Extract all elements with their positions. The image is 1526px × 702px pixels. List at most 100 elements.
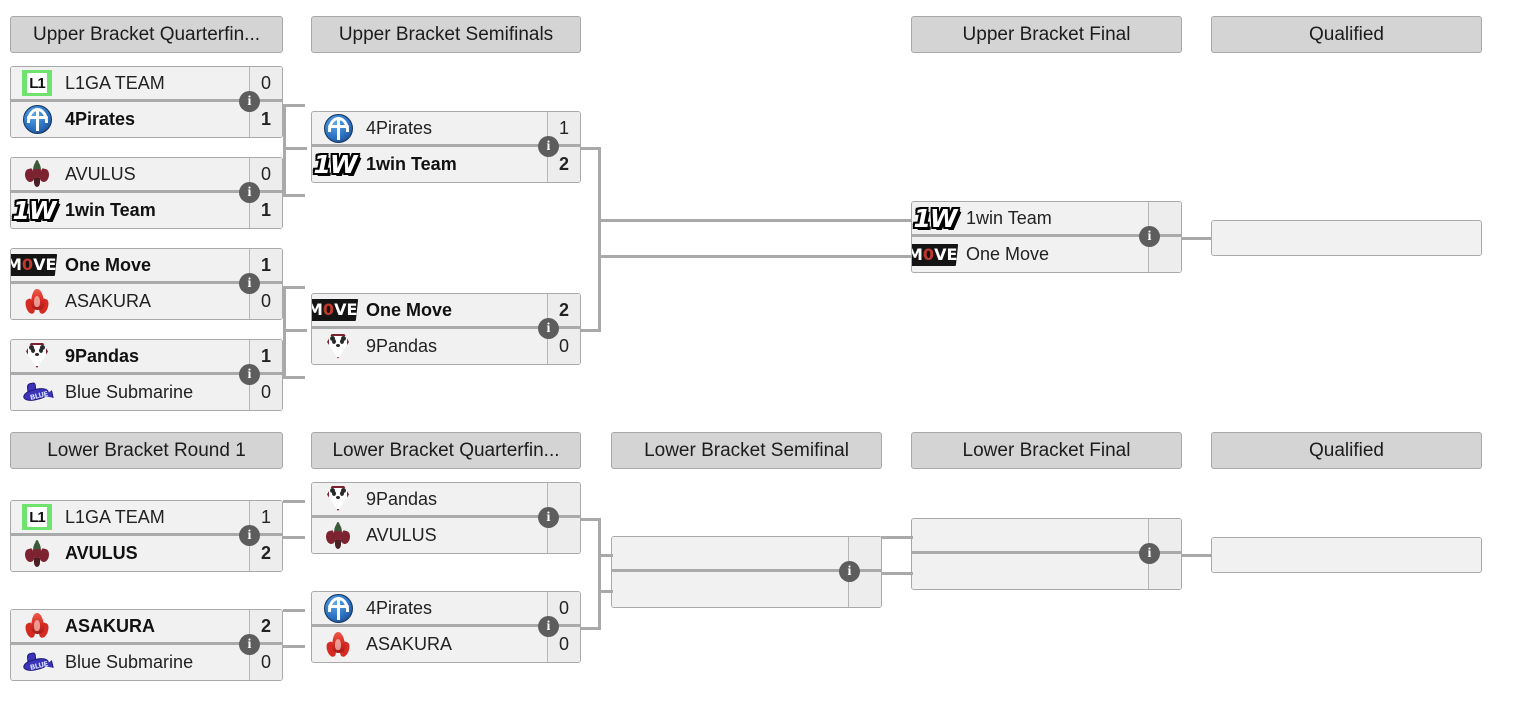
team-row[interactable]: M0VE One Move 1 (11, 249, 282, 284)
match-lb-r1-2[interactable]: ASAKURA 2 BLUE Blue Submarine 0 i (10, 609, 283, 681)
team-row[interactable]: 4Pirates 1 (312, 112, 580, 147)
team-logo-avulus (19, 159, 55, 189)
connector-line (581, 329, 601, 332)
team-logo-one-move: M0VE (312, 295, 359, 325)
team-row[interactable]: BLUE Blue Submarine 0 (11, 375, 282, 410)
match-lb-qf-2[interactable]: 4Pirates 0 ASAKURA 0 i (311, 591, 581, 663)
info-icon[interactable]: i (839, 561, 860, 582)
team-name: 4Pirates (366, 117, 433, 138)
team-row[interactable]: L1 L1GA TEAM 1 (11, 501, 282, 536)
connector-line (1182, 237, 1212, 240)
round-header-label: Lower Bracket Round 1 (47, 439, 246, 461)
match-lb-semifinal[interactable]: i (611, 536, 882, 608)
team-logo-avulus (19, 539, 55, 569)
team-logo-1win: 1W (313, 150, 358, 179)
team-name: One Move (966, 244, 1050, 264)
team-row[interactable]: ASAKURA 0 (312, 627, 580, 662)
info-icon[interactable]: i (239, 182, 260, 203)
team-row[interactable] (612, 537, 881, 572)
team-name: One Move (65, 254, 152, 275)
connector-line (1182, 554, 1212, 557)
team-name: L1GA TEAM (65, 72, 165, 93)
match-ub-qualified-slot[interactable] (1211, 220, 1482, 256)
connector-line (598, 255, 911, 258)
team-row[interactable]: 4Pirates 1 (11, 102, 282, 137)
team-name: AVULUS (366, 525, 437, 545)
team-name: 9Pandas (366, 336, 438, 356)
round-header-lb-round1[interactable]: Lower Bracket Round 1 (10, 432, 283, 469)
info-icon[interactable]: i (538, 318, 559, 339)
match-ub-qf-3[interactable]: M0VE One Move 1 ASAKURA 0 i (10, 248, 283, 320)
info-icon[interactable]: i (239, 525, 260, 546)
connector-line (283, 104, 286, 197)
team-row[interactable]: AVULUS 2 (11, 536, 282, 571)
team-row[interactable]: AVULUS 0 (11, 158, 282, 193)
info-icon[interactable]: i (538, 136, 559, 157)
match-ub-qf-4[interactable]: 9Pandas 1 BLUE Blue Submarine 0 i (10, 339, 283, 411)
team-row[interactable]: AVULUS (312, 518, 580, 553)
team-logo-asakura (19, 287, 55, 317)
match-ub-final[interactable]: 1W 1win Team M0VE One Move i (911, 201, 1182, 273)
connector-line (283, 147, 307, 150)
team-row[interactable] (1212, 221, 1481, 255)
match-lb-r1-1[interactable]: L1 L1GA TEAM 1 AVULUS 2 i (10, 500, 283, 572)
team-logo-l1ga: L1 (19, 502, 55, 532)
team-row[interactable]: 1W 1win Team 1 (11, 193, 282, 228)
team-row[interactable]: L1 L1GA TEAM 0 (11, 67, 282, 102)
team-row[interactable]: ASAKURA 2 (11, 610, 282, 645)
round-header-lb-semifinal[interactable]: Lower Bracket Semifinal (611, 432, 882, 469)
team-score: 1 (249, 249, 282, 281)
team-name: 9Pandas (366, 488, 438, 509)
team-row[interactable]: 9Pandas 1 (11, 340, 282, 375)
match-ub-qf-2[interactable]: AVULUS 0 1W 1win Team 1 i (10, 157, 283, 229)
team-name: 9Pandas (65, 345, 140, 366)
round-header-ub-final[interactable]: Upper Bracket Final (911, 16, 1182, 53)
team-row[interactable]: 1W 1win Team (912, 202, 1181, 237)
match-ub-qf-1[interactable]: L1 L1GA TEAM 0 4Pirates 1 i (10, 66, 283, 138)
match-ub-sf-2[interactable]: M0VE One Move 2 9Pandas (311, 293, 581, 365)
team-row[interactable]: M0VE One Move 2 (312, 294, 580, 329)
team-row[interactable] (1212, 538, 1481, 572)
round-header-label: Lower Bracket Quarterfin... (332, 439, 560, 461)
connector-line (283, 286, 286, 379)
match-lb-qualified-slot[interactable] (1211, 537, 1482, 573)
round-header-lb-quarterfinals[interactable]: Lower Bracket Quarterfin... (311, 432, 581, 469)
info-icon[interactable]: i (538, 507, 559, 528)
team-logo-one-move: M0VE (11, 250, 58, 280)
connector-line (283, 536, 305, 539)
round-header-label: Lower Bracket Final (962, 439, 1131, 461)
team-row[interactable]: 1W 1win Team 2 (312, 147, 580, 182)
connector-line (598, 147, 601, 332)
info-icon[interactable]: i (538, 616, 559, 637)
round-header-lb-qualified[interactable]: Qualified (1211, 432, 1482, 469)
info-icon[interactable]: i (239, 273, 260, 294)
match-lb-final[interactable]: i (911, 518, 1182, 590)
team-row[interactable]: M0VE One Move (912, 237, 1181, 272)
team-row[interactable] (912, 554, 1181, 589)
round-header-ub-semifinals[interactable]: Upper Bracket Semifinals (311, 16, 581, 53)
team-logo-avulus (320, 521, 356, 551)
team-row[interactable] (612, 572, 881, 607)
team-row[interactable]: 9Pandas 0 (312, 329, 580, 364)
match-ub-sf-1[interactable]: 4Pirates 1 1W 1win Team 2 i (311, 111, 581, 183)
round-header-label: Lower Bracket Semifinal (644, 439, 849, 461)
info-icon[interactable]: i (239, 364, 260, 385)
team-logo-l1ga: L1 (19, 68, 55, 98)
team-row[interactable]: ASAKURA 0 (11, 284, 282, 319)
team-logo-4pirates (19, 105, 55, 135)
round-header-lb-final[interactable]: Lower Bracket Final (911, 432, 1182, 469)
connector-line (283, 645, 305, 648)
round-header-label: Upper Bracket Quarterfin... (32, 23, 261, 45)
match-lb-qf-1[interactable]: 9Pandas AVULUS i (311, 482, 581, 554)
round-header-label: Upper Bracket Semifinals (338, 23, 554, 45)
connector-line (581, 627, 601, 630)
info-icon[interactable]: i (239, 634, 260, 655)
round-header-ub-quarterfinals[interactable]: Upper Bracket Quarterfin... (10, 16, 283, 53)
round-header-label: Upper Bracket Final (962, 23, 1131, 45)
round-header-ub-qualified[interactable]: Qualified (1211, 16, 1482, 53)
team-name: ASAKURA (366, 634, 453, 654)
info-icon[interactable]: i (1139, 543, 1160, 564)
info-icon[interactable]: i (1139, 226, 1160, 247)
info-icon[interactable]: i (239, 91, 260, 112)
team-logo-asakura (19, 611, 55, 641)
